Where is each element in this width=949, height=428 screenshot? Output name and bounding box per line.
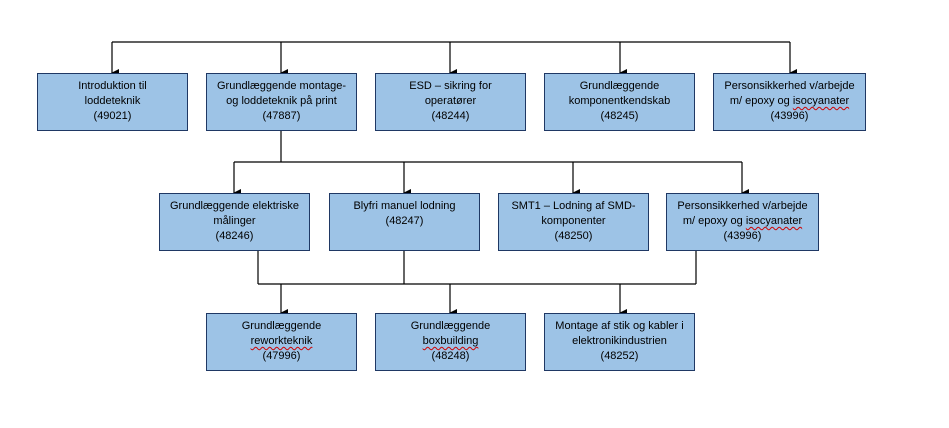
spellcheck-word: boxbuilding: [422, 335, 479, 347]
course-box-48246: Grundlæggende elektriske målinger (48246…: [159, 193, 310, 251]
course-title-line: Montage af stik og kabler i: [555, 320, 684, 332]
course-title-line: ESD – sikring for: [409, 80, 492, 92]
course-title-part: m/ epoxy og: [729, 95, 793, 107]
course-code: (48252): [600, 350, 639, 362]
course-box-48248: Grundlæggende boxbuilding (48248): [375, 313, 526, 371]
course-title-line: Personsikkerhed v/arbejde: [677, 200, 808, 212]
course-title-part: m/ epoxy og: [682, 215, 746, 227]
course-code: (48244): [431, 110, 470, 122]
course-code: (47887): [262, 110, 301, 122]
course-title-line: m/ epoxy og isocyanater: [683, 214, 802, 229]
course-box-48250: SMT1 – Lodning af SMD- komponenter (4825…: [498, 193, 649, 251]
course-title-line: Introduktion til: [78, 80, 147, 92]
course-box-48252: Montage af stik og kabler i elektronikin…: [544, 313, 695, 371]
course-box-48245: Grundlæggende komponentkendskab (48245): [544, 73, 695, 131]
course-title-line: loddeteknik: [84, 95, 141, 107]
course-title-line: m/ epoxy og isocyanater: [730, 94, 849, 109]
course-title-line: komponentkendskab: [568, 95, 671, 107]
course-code: (48250): [554, 230, 593, 242]
course-title-line: målinger: [213, 215, 256, 227]
course-box-49021: Introduktion til loddeteknik (49021): [37, 73, 188, 131]
course-code: (43996): [723, 230, 762, 242]
course-code: (48246): [215, 230, 254, 242]
spellcheck-word: reworkteknik: [250, 335, 313, 347]
course-title-line: Personsikkerhed v/arbejde: [724, 80, 855, 92]
course-title-line: og loddeteknik på print: [226, 95, 337, 107]
course-box-43996-mid: Personsikkerhed v/arbejde m/ epoxy og is…: [666, 193, 819, 251]
course-title-line: Grundlæggende: [410, 320, 491, 332]
course-title-line: Grundlæggende elektriske: [169, 200, 300, 212]
course-box-47996: Grundlæggende reworkteknik (47996): [206, 313, 357, 371]
spellcheck-word: isocyanater: [792, 95, 850, 107]
course-title-line: komponenter: [541, 215, 606, 227]
course-code: (49021): [93, 110, 132, 122]
course-title-line: Grundlæggende: [241, 320, 322, 332]
spellcheck-word: isocyanater: [745, 215, 803, 227]
course-box-48244: ESD – sikring for operatører (48244): [375, 73, 526, 131]
course-code: (48248): [431, 350, 470, 362]
course-box-47887: Grundlæggende montage- og loddeteknik på…: [206, 73, 357, 131]
course-title-line: operatører: [424, 95, 477, 107]
course-title-line: SMT1 – Lodning af SMD-: [511, 200, 636, 212]
course-code: (48245): [600, 110, 639, 122]
course-title-line: Grundlæggende: [579, 80, 660, 92]
course-box-43996-top: Personsikkerhed v/arbejde m/ epoxy og is…: [713, 73, 866, 131]
course-title-line: Blyfri manuel lodning: [353, 200, 456, 212]
course-box-48247: Blyfri manuel lodning (48247): [329, 193, 480, 251]
course-code: (47996): [262, 350, 301, 362]
course-code: (48247): [385, 215, 424, 227]
course-title-line: elektronikindustrien: [572, 335, 667, 347]
course-title-line: Grundlæggende montage-: [216, 80, 347, 92]
course-code: (43996): [770, 110, 809, 122]
